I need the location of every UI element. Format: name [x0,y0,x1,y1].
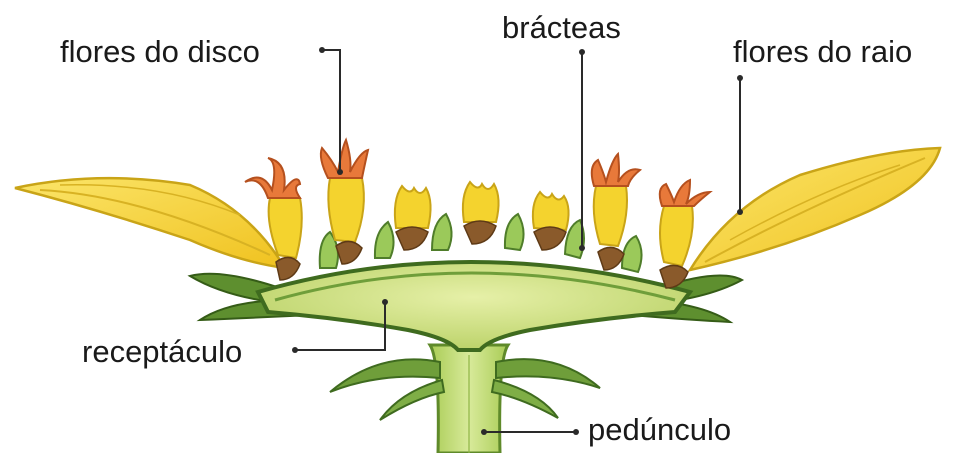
label-text-peduncle: pedúnculo [588,412,731,447]
floret-bud-2 [463,182,499,244]
floret-bud-1 [395,186,431,250]
label-text-receptacle: receptáculo [82,334,242,369]
ray-petal-right [690,148,940,270]
floret-bud-3 [533,192,569,250]
ray-petal-left [15,178,285,268]
label-disc-florets: flores do disco [60,34,343,175]
label-text-disc-florets: flores do disco [60,34,260,69]
label-text-ray-florets: flores do raio [733,34,912,69]
receptacle-shape [258,262,690,350]
label-text-bracts: brácteas [502,10,621,45]
label-peduncle: pedúnculo [481,412,731,447]
floret-open-4 [660,180,710,288]
